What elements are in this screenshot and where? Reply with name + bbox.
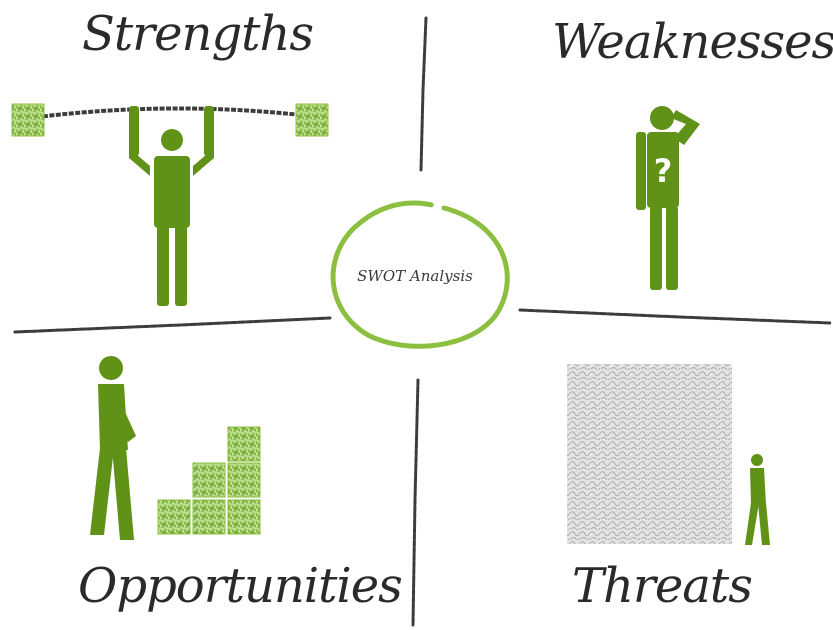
strengths-title: Strengths [82,6,314,62]
center-label: SWOT Analysis [357,267,473,285]
threats-title: Threats [572,558,753,614]
threats-figure-icon [567,364,770,545]
barbell-weight-left [11,103,45,137]
strengths-figure-icon [11,103,329,306]
opportunities-figure-icon [90,356,261,540]
divider-left-horizontal [13,316,332,334]
divider-lines [13,16,832,627]
divider-bottom-vertical [411,378,420,627]
threat-block [567,364,732,544]
question-mark-icon: ? [654,152,673,190]
barbell-weight-right [295,103,329,137]
center-circle [330,200,510,349]
barbell-bar [29,106,311,120]
opportunity-blocks [157,426,261,535]
opportunities-title: Opportunities [78,558,403,614]
divider-right-horizontal [518,308,832,325]
divider-top-vertical [419,16,428,172]
weaknesses-figure-icon: ? [636,106,700,290]
weaknesses-title: Weaknesses [552,14,833,70]
